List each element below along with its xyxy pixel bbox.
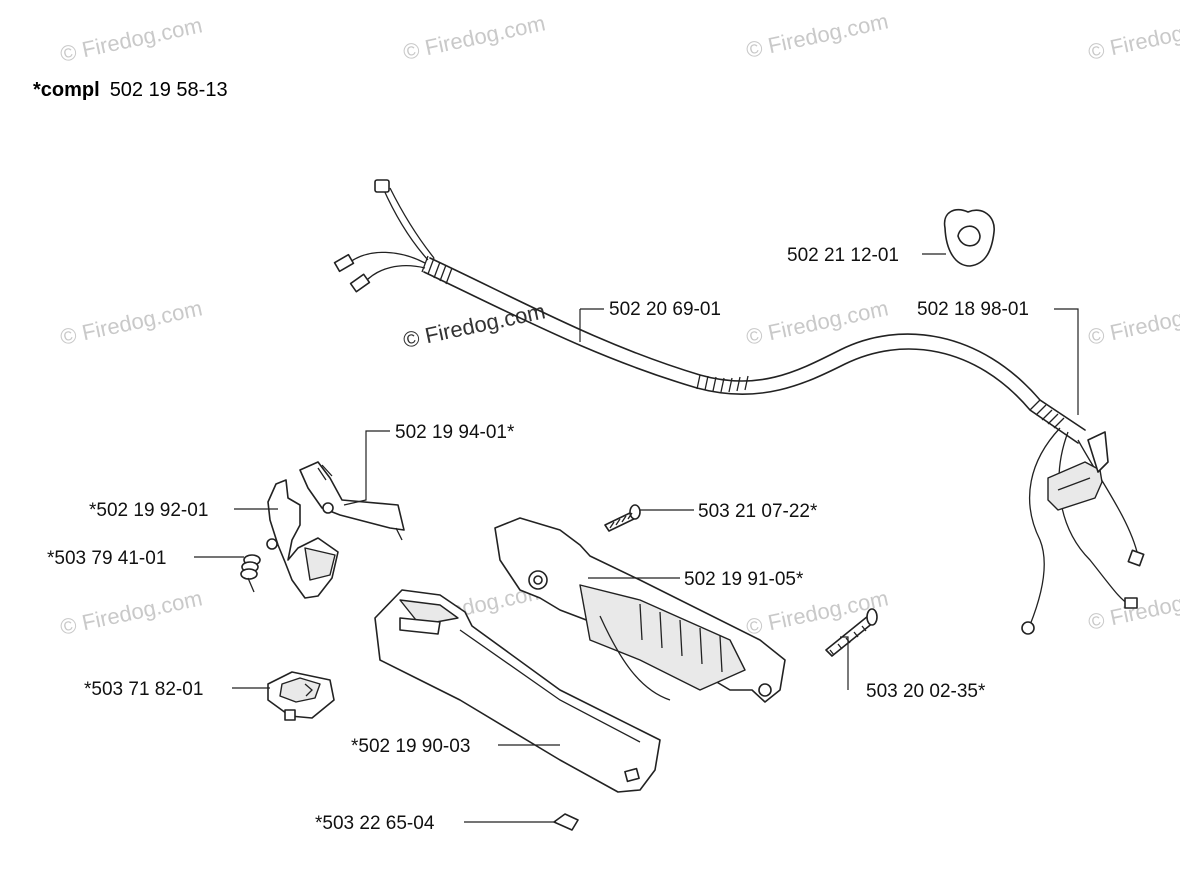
assembly-prefix: *compl — [33, 79, 100, 101]
handle-half-right — [494, 517, 786, 703]
watermark: © Firedog.com — [401, 10, 548, 65]
part-label-trigger: *502 19 92-01 — [89, 500, 208, 521]
part-label-handle-right: 502 19 91-05* — [684, 569, 804, 590]
stop-switch — [267, 671, 335, 721]
watermark: © Firedog.com — [58, 12, 205, 67]
screw-short — [604, 504, 641, 532]
watermark: © Firedog.com — [1086, 295, 1180, 350]
cable-coil-mid — [696, 374, 749, 393]
spring — [240, 554, 261, 593]
cable-coil-left — [421, 255, 453, 285]
cable-coil-right — [1029, 399, 1065, 429]
part-label-switch: *503 71 82-01 — [84, 679, 203, 700]
cable-harness — [333, 179, 1145, 635]
watermark: © Firedog.com — [744, 295, 891, 350]
throttle-linkage — [299, 461, 405, 541]
part-label-harness: 502 18 98-01 — [917, 299, 1029, 320]
part-label-screw-short: 503 21 07-22* — [698, 501, 818, 522]
cable-clip — [943, 208, 995, 267]
watermark: © Firedog.com — [744, 8, 891, 63]
part-label-spring: *503 79 41-01 — [47, 548, 166, 569]
assembly-number: 502 19 58-13 — [110, 79, 228, 101]
part-label-clip: 502 21 12-01 — [787, 245, 899, 266]
part-labels: 502 21 12-01 502 20 69-01 502 18 98-01 5… — [47, 245, 1029, 834]
watermark-dark: © Firedog.com — [401, 298, 548, 353]
trigger-lever — [266, 479, 339, 599]
part-label-screw-long: 503 20 02-35* — [866, 681, 986, 702]
watermark: © Firedog.com — [58, 295, 205, 350]
screw-long — [825, 608, 878, 657]
watermark: © Firedog.com — [1086, 10, 1180, 65]
watermark: © Firedog.com — [58, 585, 205, 640]
part-label-linkage: 502 19 94-01* — [395, 422, 515, 443]
part-label-cable: 502 20 69-01 — [609, 299, 721, 320]
assembly-header: *compl 502 19 58-13 — [33, 79, 228, 101]
watermark-layer: © Firedog.com © Firedog.com © Firedog.co… — [58, 8, 1180, 640]
leader-lines — [194, 253, 1079, 823]
handle-insert — [553, 813, 579, 831]
handle-half-left — [374, 589, 661, 793]
part-label-handle-left: *502 19 90-03 — [351, 736, 470, 757]
part-label-insert: *503 22 65-04 — [315, 813, 435, 834]
